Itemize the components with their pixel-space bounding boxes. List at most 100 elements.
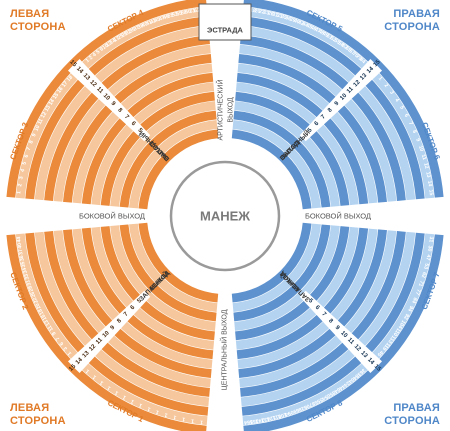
seat-number: 1 xyxy=(377,76,383,82)
seat-number: 16 xyxy=(40,313,48,321)
seat-number: 1 xyxy=(200,419,204,425)
row-band xyxy=(81,72,214,205)
seat-number: 82 xyxy=(300,403,308,411)
row-number: 7 xyxy=(320,114,327,121)
seat-number: 9 xyxy=(31,133,38,138)
corner-label-line: ЛЕВАЯ xyxy=(10,402,50,414)
seat-number: 34 xyxy=(22,267,29,274)
seat-number: 1 xyxy=(106,384,112,391)
seat-number: 52 xyxy=(329,35,337,43)
spare-exit-aisle xyxy=(67,58,151,142)
row-band xyxy=(100,91,215,206)
seat-number: 45 xyxy=(305,23,313,31)
row-number: 5 xyxy=(307,127,314,134)
seat-number: 31 xyxy=(25,279,33,287)
row-band xyxy=(25,16,209,200)
seat-number: 47 xyxy=(313,27,321,35)
row-band xyxy=(235,226,350,341)
seat-number: 35 xyxy=(20,261,27,268)
row-number: 13 xyxy=(359,72,368,81)
seat-number: 48 xyxy=(330,388,338,396)
seat-number: 51 xyxy=(167,13,174,20)
row-number: 11 xyxy=(95,337,104,346)
row-band xyxy=(240,231,416,407)
row-number: 8 xyxy=(116,318,123,325)
seat-number: 1 xyxy=(16,191,22,195)
side-exit-right-label: БОКОВОЙ ВЫХОД xyxy=(305,212,371,221)
corner-label-bottom-right: ПРАВАЯ СТОРОНА xyxy=(384,402,440,428)
corner-label-line: ПРАВАЯ xyxy=(393,402,440,414)
seat-number: 13 xyxy=(43,319,51,327)
seat-number: 36 xyxy=(358,367,366,375)
seat-number: 2 xyxy=(88,55,94,62)
seat-number: 65 xyxy=(344,45,352,53)
row-band xyxy=(138,129,219,210)
row-band xyxy=(233,224,331,322)
row-band xyxy=(239,230,397,388)
seat-number: 48 xyxy=(317,29,325,37)
seat-number: 36 xyxy=(284,15,291,23)
seat-number: 4 xyxy=(393,97,400,103)
seat-number: 6 xyxy=(59,340,66,346)
seat-number: 14 xyxy=(109,38,117,46)
seat-number: 1 xyxy=(173,414,177,421)
seat-number: 44 xyxy=(301,21,309,29)
row-number: 9 xyxy=(110,324,117,331)
seat-number: 58 xyxy=(310,399,318,407)
seat-number: 40 xyxy=(349,374,357,382)
seat-number: 9 xyxy=(414,138,421,143)
seat-number: 36 xyxy=(19,255,26,262)
seat-number: 9 xyxy=(99,46,105,53)
arena-ring xyxy=(169,160,281,272)
row-band xyxy=(234,101,340,207)
row-number: 11 xyxy=(346,337,355,346)
seat-number: 79 xyxy=(355,54,363,62)
seat-number: 4 xyxy=(92,52,98,59)
row-number: 15 xyxy=(68,59,77,68)
row-number: 14 xyxy=(75,66,84,75)
seat-number: 5 xyxy=(398,105,405,111)
seat-number: 53 xyxy=(171,12,178,19)
seat-number: 54 xyxy=(321,393,329,401)
seat-number: 143 xyxy=(255,416,265,423)
seat-number: 62 xyxy=(420,271,427,278)
seat-number: 4 xyxy=(20,168,27,172)
row-band xyxy=(236,227,369,360)
row-band xyxy=(232,223,321,312)
seat-number: 1 xyxy=(147,405,152,412)
seat-number: 17 xyxy=(61,80,69,88)
seat-number: 1 xyxy=(114,389,120,396)
seat-number: 71 xyxy=(417,280,425,288)
seat-number: 28 xyxy=(121,31,129,39)
seat-number: 104 xyxy=(397,319,407,330)
seat-number: 44 xyxy=(16,236,23,243)
seat-number: 110 xyxy=(392,327,402,337)
row-number: 12 xyxy=(88,79,97,88)
seat-number: 33 xyxy=(23,273,30,280)
row-band xyxy=(100,226,215,341)
row-band xyxy=(34,231,210,407)
row-number: 14 xyxy=(366,66,375,75)
seat-number: 9 xyxy=(51,330,58,336)
seat-number: 1 xyxy=(182,416,186,422)
arena-label: МАНЕЖ xyxy=(200,209,250,224)
seat-number: 23 xyxy=(263,10,270,17)
row-band xyxy=(63,54,212,203)
row-number: 10 xyxy=(339,330,348,339)
artist-exit-label: АРТИСТИЧЕСКИЙ xyxy=(216,80,225,141)
seat-number: 90 xyxy=(289,408,297,416)
seat-number: 13 xyxy=(44,105,52,113)
seat-number: 111 xyxy=(272,413,281,421)
row-band xyxy=(239,44,397,202)
row-band xyxy=(231,222,312,303)
seat-number: 55 xyxy=(333,38,341,46)
seat-number: 16 xyxy=(56,86,64,94)
row-number: 12 xyxy=(88,343,97,352)
seat-number: 15 xyxy=(52,92,60,100)
row-number: 15 xyxy=(68,363,77,372)
seat-number: 11 xyxy=(47,324,55,332)
seat-number: 1 xyxy=(99,379,105,386)
seat-number: 40 xyxy=(141,21,149,29)
row-band xyxy=(6,0,207,198)
row-band xyxy=(44,35,210,201)
